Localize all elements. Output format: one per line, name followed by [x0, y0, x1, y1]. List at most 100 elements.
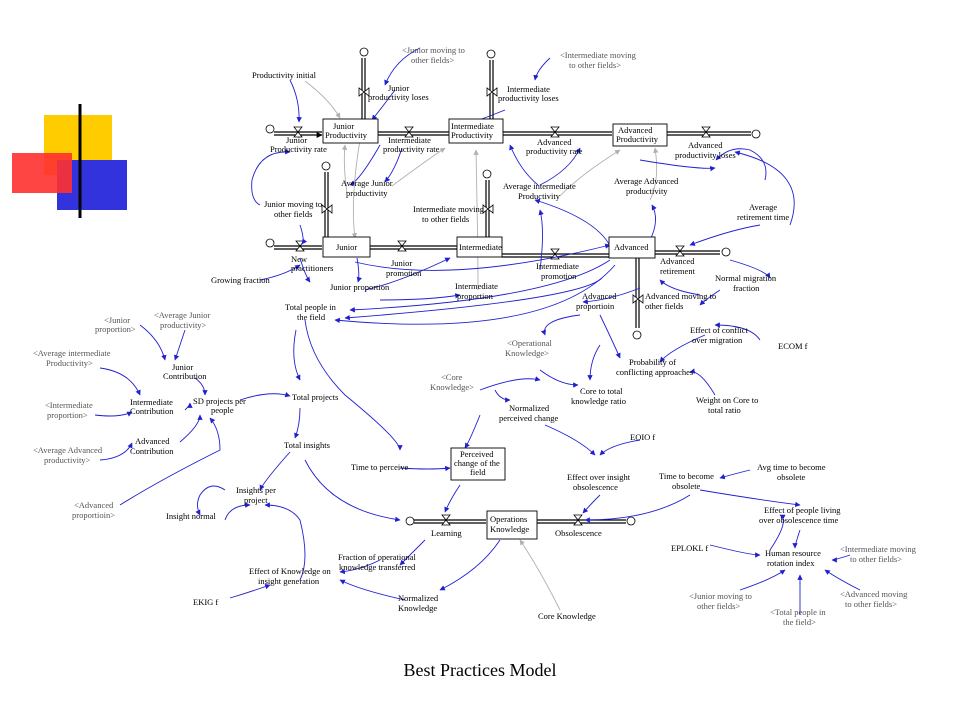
- lbl-probability-of-conflicting-approaches-2: conflicting approaches: [616, 367, 693, 377]
- sh-advanced-proportion-2: proportioin>: [72, 510, 115, 520]
- lbl-obsolescence: Obsolescence: [555, 528, 602, 538]
- lbl-intermediate-contribution: Intermediate: [130, 397, 173, 407]
- lbl-human-resource-rotation-index: Human resource: [765, 548, 821, 558]
- flow-junior-promotion: [370, 245, 457, 250]
- lbl-advanced-contribution-2: Contribution: [130, 446, 174, 456]
- valve-obsolescence: [573, 514, 583, 526]
- lbl-junior-moving-to-other-fields: Junior moving to: [264, 199, 322, 209]
- lbl-new-practitioners-2: practitioners: [291, 263, 333, 273]
- lbl-insights-per-project: Insights per: [236, 485, 276, 495]
- lbl-intermediate-productivity-loses: Intermediate: [507, 84, 550, 94]
- cloud-icon: [626, 516, 636, 526]
- lbl-junior-promotion-2: promotion: [386, 268, 422, 278]
- lbl-junior-productivity-loses-2: productivity loses: [368, 92, 429, 102]
- lbl-junior-contribution: Junior: [172, 362, 193, 372]
- stock-text-line: Operations: [490, 514, 527, 524]
- lbl-normalized-perceived-change: Normalized: [509, 403, 550, 413]
- sh-intermediate-proportion: <Intermediate: [45, 400, 93, 410]
- lbl-total-people-in-the-field-2: the field: [297, 312, 326, 322]
- cloud-icon: [321, 161, 331, 171]
- lbl-productivity-initial: Productivity initial: [252, 70, 317, 80]
- stock-text-line: change of the: [454, 458, 500, 468]
- lbl-average-advanced-productivity-2: productivity: [626, 186, 668, 196]
- stock-text-line: Junior: [336, 242, 357, 252]
- causal-links: [94, 47, 861, 615]
- flow-learning: [414, 519, 486, 524]
- stock-advanced: Advanced: [608, 236, 656, 259]
- flow-valves: [293, 87, 711, 526]
- lbl-junior-productivity-rate: Junior: [286, 135, 307, 145]
- stock-text-line: Intermediate: [451, 121, 494, 131]
- lbl-advanced-proportion-2: proportioin: [576, 301, 615, 311]
- lbl-normal-migration-fraction-2: fraction: [733, 283, 760, 293]
- cloud-icon: [359, 47, 369, 57]
- lbl-intermediate-promotion-2: promotion: [541, 271, 577, 281]
- cloud-icon: [486, 49, 496, 59]
- lbl-eplokl-f: EPLOKL f: [671, 543, 708, 553]
- lbl-advanced-productivity-loses: Advanced: [688, 140, 723, 150]
- clouds: [265, 47, 761, 526]
- stock-intermediate-productivity: Intermediate Productivity: [448, 118, 504, 144]
- sh-average-junior-productivity-2: productivity>: [160, 320, 207, 330]
- lbl-average-advanced-productivity: Average Advanced: [614, 176, 679, 186]
- sh-intermediate-moving-top-2: to other fields>: [569, 60, 621, 70]
- flow-intermediate-productivity-rate-in: [378, 131, 449, 136]
- lbl-total-people-in-the-field: Total people in: [285, 302, 337, 312]
- lbl-avg-time-to-become-obsolete: Avg time to become: [757, 462, 826, 472]
- stock-text-line: Advanced: [614, 242, 649, 252]
- cloud-icon: [632, 330, 642, 340]
- lbl-time-to-become-obsolete: Time to become: [659, 471, 714, 481]
- sh-junior-moving-bottom: <Junior moving to: [689, 591, 752, 601]
- sh-advanced-moving-2: to other fields>: [845, 599, 897, 609]
- lbl-junior-promotion: Junior: [391, 258, 412, 268]
- stock-operations-knowledge: Operations Knowledge: [486, 510, 538, 540]
- lbl-core-to-total-knowledge-ratio-2: knowledge ratio: [571, 396, 626, 406]
- lbl-core-to-total-knowledge-ratio: Core to total: [580, 386, 623, 396]
- lbl-advanced-retirement-2: retirement: [660, 266, 696, 276]
- valve-junior-productivity-rate: [293, 126, 303, 138]
- flow-advanced-retirement: [655, 250, 720, 255]
- lbl-intermediate-productivity-loses-2: productivity loses: [498, 93, 559, 103]
- lbl-effect-of-conflict-over-migration-2: over migration: [692, 335, 743, 345]
- flow-junior-productivity-loses: [361, 58, 366, 120]
- sh-intermediate-moving-bottom: <Intermediate moving: [840, 544, 917, 554]
- stock-advanced-productivity: Advanced Productivity: [612, 123, 668, 147]
- lbl-normalized-knowledge: Normalized: [398, 593, 439, 603]
- flow-advanced-moving-to-other-fields: [635, 258, 640, 328]
- lbl-insights-per-project-2: project: [244, 495, 268, 505]
- lbl-time-to-become-obsolete-2: obsolete: [672, 481, 701, 491]
- sh-core-knowledge: <Core: [441, 372, 463, 382]
- variable-labels: Productivity initial Junior productivity…: [130, 70, 841, 621]
- lbl-intermediate-promotion: Intermediate: [536, 261, 579, 271]
- lbl-advanced-moving-to-other-fields-2: other fields: [645, 301, 683, 311]
- lbl-ekig-f: EKIG f: [193, 597, 218, 607]
- sh-junior-moving-bottom-2: other fields>: [697, 601, 740, 611]
- lbl-advanced-proportion: Advanced: [582, 291, 617, 301]
- sh-advanced-proportion: <Advanced: [74, 500, 114, 510]
- deco-red-square: [12, 153, 72, 193]
- sh-junior-moving-top: <Junior moving to: [402, 45, 465, 55]
- stock-text-line: Junior: [333, 121, 354, 131]
- lbl-growing-fraction: Growing fraction: [211, 275, 271, 285]
- lbl-advanced-retirement: Advanced: [660, 256, 695, 266]
- lbl-junior-moving-to-other-fields-2: other fields: [274, 209, 312, 219]
- valve-junior-moving: [321, 204, 333, 214]
- lbl-eoio-f: EOIO f: [630, 432, 655, 442]
- lbl-time-to-perceive: Time to perceive: [351, 462, 409, 472]
- lbl-junior-proportion: Junior proportion: [330, 282, 390, 292]
- sh-intermediate-moving-top: <Intermediate moving: [560, 50, 637, 60]
- stocks: Junior Productivity Intermediate Product…: [322, 118, 668, 540]
- lbl-average-intermediate-productivity-2: Productivity: [518, 191, 561, 201]
- stock-text-line: Productivity: [616, 134, 659, 144]
- lbl-normalized-knowledge-2: Knowledge: [398, 603, 437, 613]
- sh-intermediate-moving-bottom-2: to other fields>: [850, 554, 902, 564]
- lbl-learning: Learning: [431, 528, 462, 538]
- valve-intermediate-productivity-loses: [486, 87, 498, 97]
- stock-text-line: field: [470, 467, 486, 477]
- valve-learning: [441, 514, 451, 526]
- lbl-new-practitioners: New: [291, 254, 308, 264]
- sh-average-intermediate-productivity-2: Productivity>: [46, 358, 93, 368]
- lbl-advanced-moving-to-other-fields: Advanced moving to: [645, 291, 716, 301]
- slide-decoration: [12, 104, 127, 218]
